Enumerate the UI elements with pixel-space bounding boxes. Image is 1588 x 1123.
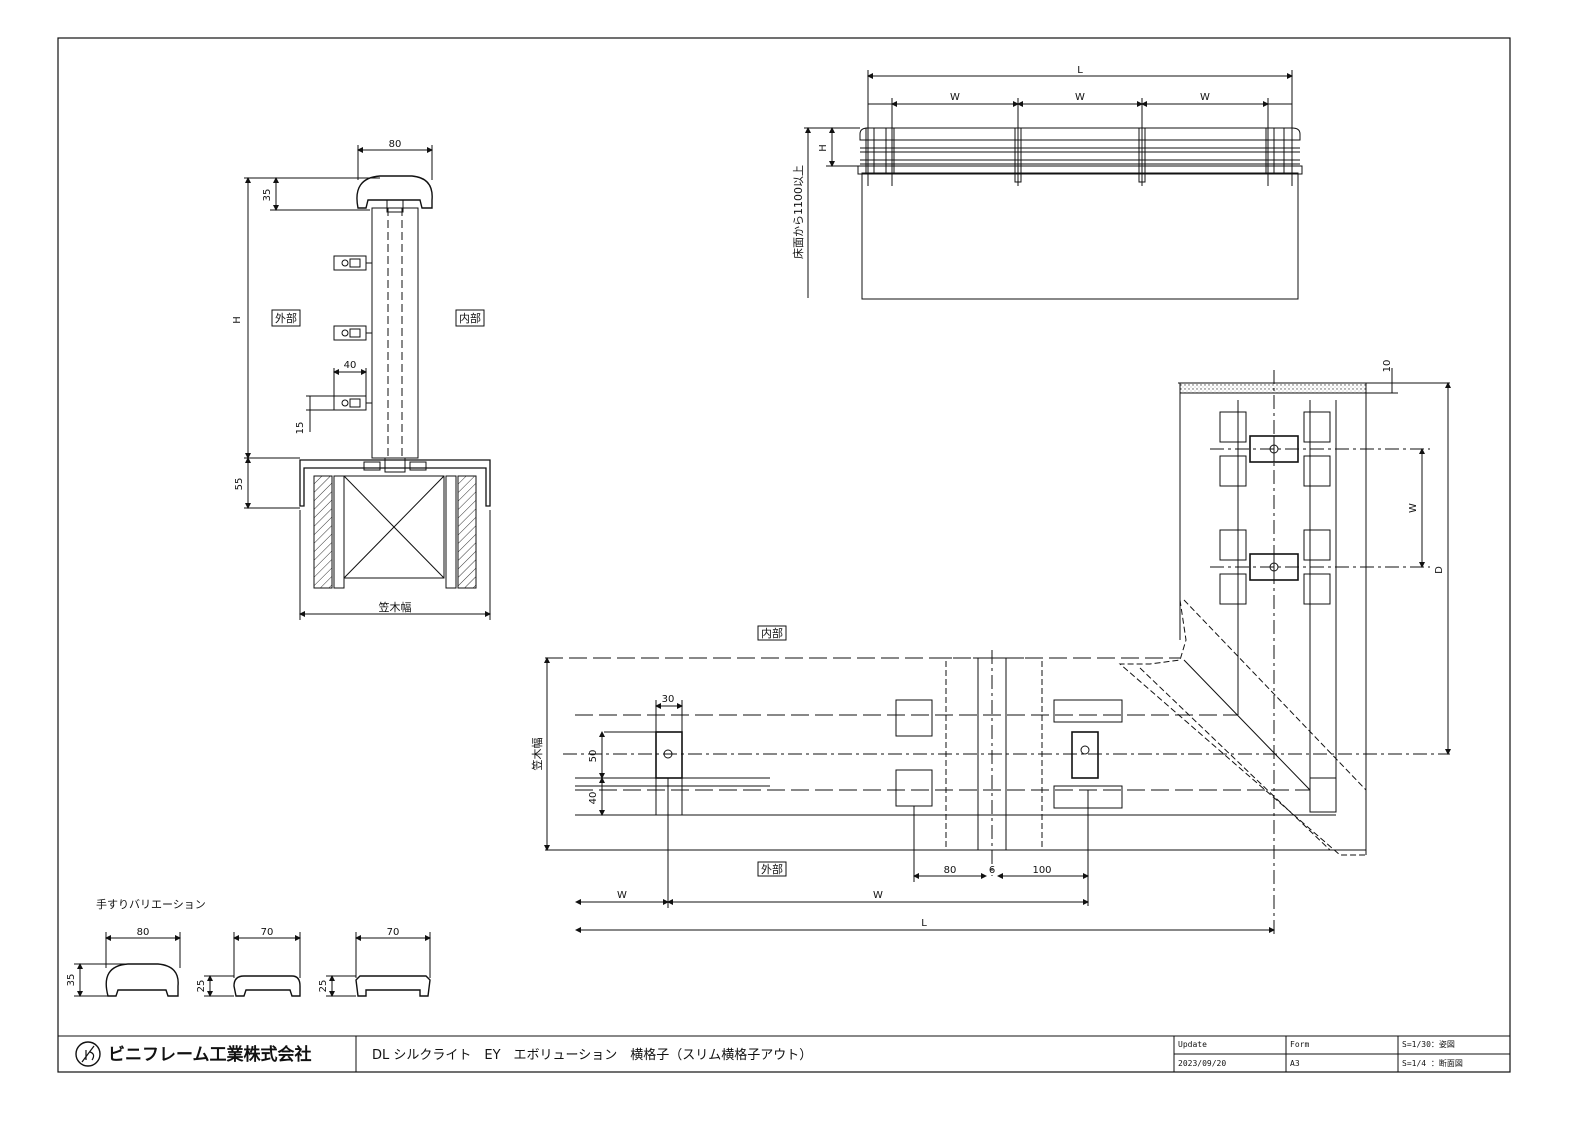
drawing-title: DL シルクライト EY エボリューション 横格子（スリム横格子アウト） xyxy=(372,1047,812,1063)
dim-plan-span: W xyxy=(1408,503,1419,513)
dim-span-1: W xyxy=(950,92,960,103)
dim-top-10: 10 xyxy=(1382,360,1393,373)
dim-bracket-width: 40 xyxy=(344,360,357,371)
variations-title: 手すりバリエーション xyxy=(96,897,206,911)
dim-span-b: W xyxy=(873,890,883,901)
title-block xyxy=(58,1035,1510,1072)
variation-3 xyxy=(326,932,431,997)
dim-top-width: 80 xyxy=(389,139,402,150)
update-label: Update xyxy=(1178,1040,1207,1049)
top-rail xyxy=(859,127,1301,141)
rail-bracket xyxy=(333,395,372,411)
rail-bracket xyxy=(333,255,372,271)
dim-bracket-height: 15 xyxy=(295,422,306,435)
label-floor-height: 床面から1100以上 xyxy=(791,165,805,259)
variation-1 xyxy=(74,932,181,997)
plan-dim-labels: 30 50 40 80 6 100 W W L D W 10 笠木幅 内部 外部 xyxy=(530,360,1445,929)
var3-height: 25 xyxy=(318,980,329,993)
dim-plan-length: L xyxy=(921,918,927,929)
label-plan-inside: 内部 xyxy=(761,626,783,640)
var2-height: 25 xyxy=(196,980,207,993)
rail-bracket xyxy=(333,325,372,341)
handrail-variations xyxy=(74,932,431,997)
var3-width: 70 xyxy=(387,927,400,938)
section-dim-labels: 80 35 H 40 15 55 外部 内部 笠木幅 xyxy=(232,139,481,614)
dim-cap-height: 35 xyxy=(262,189,273,202)
wall-core xyxy=(343,475,445,579)
form-value: A3 xyxy=(1290,1059,1300,1068)
dim-span-3: W xyxy=(1200,92,1210,103)
label-cap-width: 笠木幅 xyxy=(379,600,412,614)
dim-base-height: 55 xyxy=(234,478,245,491)
post-plan xyxy=(655,731,683,779)
label-inside: 内部 xyxy=(459,311,481,325)
dim-span-a: W xyxy=(617,890,627,901)
dim-50: 50 xyxy=(588,750,599,763)
dim-40: 40 xyxy=(588,792,599,805)
var1-height: 35 xyxy=(66,974,77,987)
variation-dim-labels: 80 35 70 25 70 25 xyxy=(66,927,399,992)
dim-depth: D xyxy=(1434,566,1445,574)
section-view xyxy=(244,145,491,620)
plan-view xyxy=(544,368,1451,935)
dim-80: 80 xyxy=(944,865,957,876)
sheet-border xyxy=(57,37,1511,1073)
dim-100: 100 xyxy=(1032,865,1051,876)
wall-elevation xyxy=(861,172,1299,300)
scale-elevation: S=1/30：姿図 xyxy=(1402,1039,1455,1049)
dim-rail-height: H xyxy=(818,144,829,152)
update-date: 2023/09/20 xyxy=(1178,1059,1226,1068)
label-plan-cap-width: 笠木幅 xyxy=(530,738,544,771)
form-label: Form xyxy=(1290,1040,1309,1049)
handrail-cap xyxy=(356,175,433,209)
label-outside: 外部 xyxy=(275,311,297,325)
dim-post-width: 30 xyxy=(662,694,675,705)
company-logo-icon xyxy=(75,1041,101,1067)
label-plan-outside: 外部 xyxy=(761,862,783,876)
dim-span-2: W xyxy=(1075,92,1085,103)
variation-2 xyxy=(204,932,301,997)
company-name: ビニフレーム工業株式会社 xyxy=(108,1044,312,1065)
var1-width: 80 xyxy=(137,927,150,938)
var2-width: 70 xyxy=(261,927,274,938)
elevation-dim-labels: L W W W H 床面から1100以上 xyxy=(791,65,1210,259)
dim-height: H xyxy=(232,316,243,324)
post xyxy=(371,207,419,459)
wall-cap xyxy=(299,459,491,507)
elevation-view xyxy=(804,70,1303,300)
dim-6: 6 xyxy=(989,865,995,876)
dim-length: L xyxy=(1077,65,1083,76)
scale-section: S=1/4 ：断面図 xyxy=(1402,1058,1463,1068)
